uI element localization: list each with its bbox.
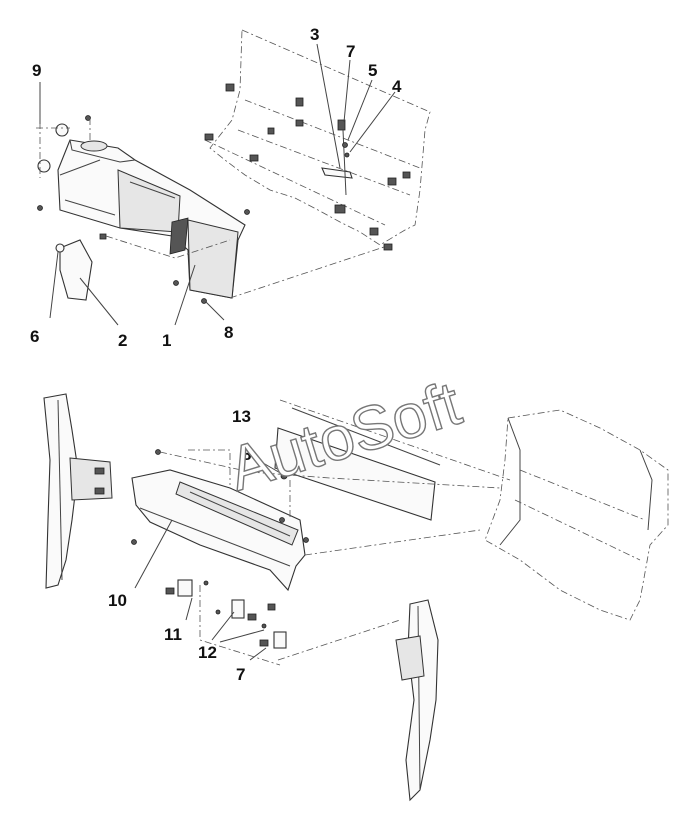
top-panel-clips bbox=[204, 83, 411, 251]
callout-7: 7 bbox=[346, 42, 355, 61]
callout-7-b: 7 bbox=[236, 665, 245, 684]
bracket-part-3 bbox=[321, 167, 353, 179]
callout-6: 6 bbox=[30, 327, 39, 346]
bottom-assembly bbox=[43, 393, 669, 802]
callout-4: 4 bbox=[392, 77, 402, 96]
callout-8-b: 8 bbox=[242, 445, 251, 464]
left-a-pillar bbox=[43, 393, 79, 589]
callout-1: 1 bbox=[162, 331, 171, 350]
lower-panel-part-10 bbox=[131, 469, 306, 592]
callout-9: 9 bbox=[32, 61, 41, 80]
trim-strip-part-13 bbox=[274, 427, 436, 521]
top-fasteners bbox=[37, 115, 250, 304]
callout-8: 8 bbox=[224, 323, 233, 342]
cover-part-2 bbox=[59, 239, 93, 301]
callout-11: 11 bbox=[164, 625, 182, 644]
callout-13: 13 bbox=[232, 407, 251, 426]
right-lower-pillar bbox=[405, 599, 439, 802]
dash-panel-part-1 bbox=[57, 139, 246, 299]
top-back-panel bbox=[209, 29, 431, 246]
callout-5: 5 bbox=[368, 61, 377, 80]
brackets-part-11-12 bbox=[165, 579, 287, 649]
callout-12: 12 bbox=[198, 643, 217, 662]
top-assembly bbox=[36, 29, 431, 326]
callout-10: 10 bbox=[108, 591, 127, 610]
callout-2: 2 bbox=[118, 331, 127, 350]
callout-3: 3 bbox=[310, 25, 319, 44]
right-rear-panel bbox=[484, 409, 669, 621]
